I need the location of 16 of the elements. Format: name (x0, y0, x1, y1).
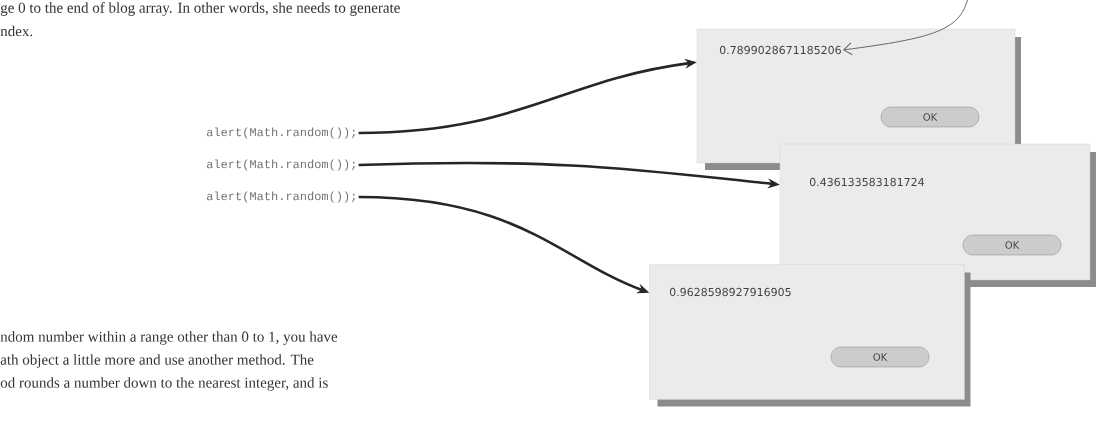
code-line: alert(Math.random()); (206, 159, 355, 171)
ok-button: OK (962, 234, 1062, 256)
number-text: 0.9628598927916905 (669, 287, 791, 297)
arrow (843, 0, 969, 56)
ok-button: OK (880, 106, 980, 128)
body-text: ge 0 to the end of blog array. In other words, she needs to generate (0, 2, 400, 16)
dialog-box (649, 264, 971, 407)
number-text: 0.7899028671185206 (719, 45, 841, 55)
code-line: alert(Math.random()); (206, 127, 355, 139)
body-text: ath object a little more and use another method. The (0, 354, 314, 368)
ok-button: OK (830, 346, 930, 368)
body-text: ndom number within a range other than 0 to 1, you have (0, 331, 338, 345)
body-text: od rounds a number down to the nearest integer, and is (0, 377, 328, 391)
number-text: 0.436133583181724 (809, 177, 924, 187)
code-line: alert(Math.random()); (206, 191, 355, 203)
body-text: ndex. (0, 25, 33, 37)
